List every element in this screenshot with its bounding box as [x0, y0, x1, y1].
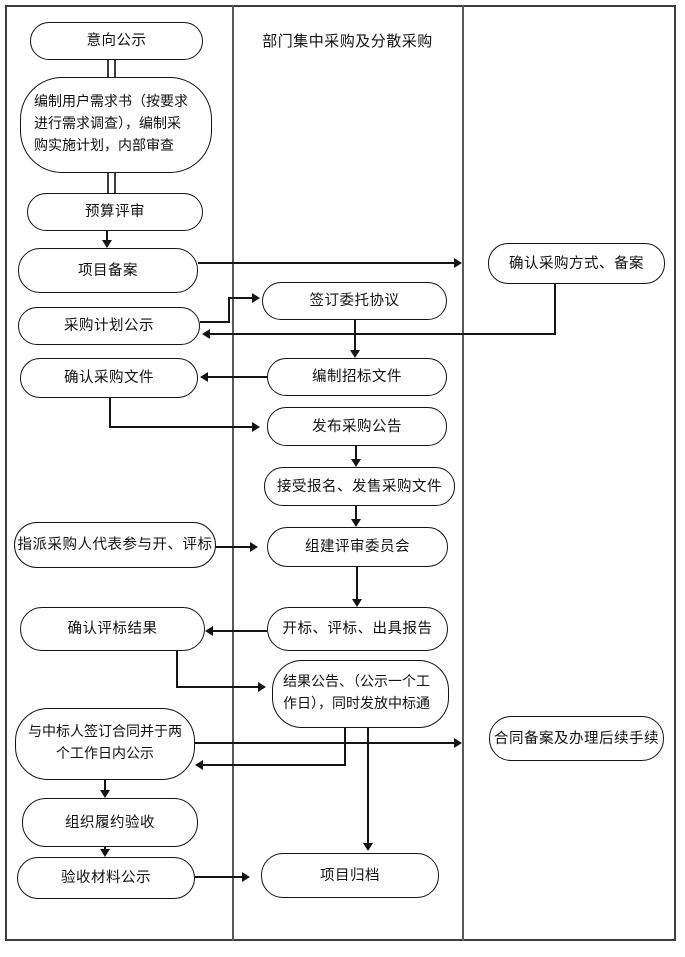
arrowhead-down-icon [352, 599, 362, 607]
connector-plan-publicity-up [228, 297, 230, 323]
node-project-archive: 项目归档 [261, 853, 439, 898]
arrowhead-left-icon [202, 329, 210, 339]
connector-sign-contract-to-contract-filing [195, 742, 454, 744]
node-budget-review: 预算评审 [27, 193, 203, 231]
node-intent-publicity: 意向公示 [30, 22, 203, 60]
arrowhead-down-icon [100, 849, 110, 857]
arrowhead-right-icon [258, 682, 266, 692]
connector-result-to-sign-contract [203, 764, 346, 766]
connector-budget-to-filing [106, 231, 108, 241]
connector-confirm-docs-to-publish [109, 426, 252, 428]
center-column-header: 部门集中采购及分散采购 [262, 34, 433, 50]
node-assign-rep: 指派采购人代表参与开、评标 [14, 522, 216, 568]
connector-bid-opening-to-confirm-result [213, 630, 267, 632]
arrowhead-right-icon [242, 872, 250, 882]
node-sign-contract: 与中标人签订合同并于两 个工作日内公示 [15, 708, 195, 780]
arrowhead-down-icon [102, 240, 112, 248]
connector-registration-to-committee [355, 506, 357, 519]
connector-plan-publicity-out [200, 321, 229, 323]
node-confirm-result: 确认评标结果 [20, 607, 205, 651]
arrowhead-right-icon [454, 258, 462, 268]
arrowhead-down-icon [350, 350, 360, 358]
connector-sign-contract-to-acceptance [104, 780, 106, 790]
page-border [5, 5, 676, 941]
connector-acceptance-to-publicity [104, 847, 106, 850]
connector-committee-to-bid-opening [356, 567, 358, 599]
arrowhead-down-icon [351, 459, 361, 467]
node-form-committee: 组建评审委员会 [267, 527, 448, 567]
connector-result-to-archive [367, 728, 369, 843]
connector-filing-to-confirm-method [198, 262, 454, 264]
arrowhead-right-icon [250, 542, 258, 552]
arrowhead-left-icon [200, 372, 208, 382]
node-acceptance-publicity: 验收材料公示 [17, 857, 195, 899]
connector-confirm-result-to-result [176, 686, 258, 688]
arrowhead-left-icon [195, 760, 203, 770]
column-separator-2 [462, 5, 464, 941]
node-sign-agreement: 签订委托协议 [262, 282, 447, 320]
connector-requirements-to-budget-line1 [107, 173, 109, 193]
node-result-announcement: 结果公告、（公示一个工 作日），同时发放中标通 [272, 660, 449, 728]
connector-sign-agreement-to-bid-docs [354, 320, 356, 350]
node-contract-filing: 合同备案及办理后续手续 [489, 716, 664, 761]
connector-confirm-method-to-plan-publicity [210, 333, 556, 335]
connector-publish-to-registration [355, 446, 357, 459]
column-separator-1 [232, 5, 234, 941]
node-org-acceptance: 组织履约验收 [22, 798, 198, 847]
node-publish-announcement: 发布采购公告 [267, 407, 447, 446]
node-prepare-requirements: 编制用户需求书（按要求 进行需求调查），编制采 购实施计划，内部审查 [20, 77, 212, 173]
arrowhead-right-icon [252, 293, 260, 303]
connector-confirm-method-down [554, 284, 556, 335]
arrowhead-down-icon [100, 790, 110, 798]
node-confirm-docs: 确认采购文件 [20, 358, 198, 398]
arrowhead-right-icon [252, 422, 260, 432]
connector-confirm-result-down [176, 651, 178, 688]
connector-bid-docs-to-confirm-docs [208, 376, 267, 378]
connector-assign-rep-to-committee [216, 546, 250, 548]
connector-result-down [344, 728, 346, 766]
connector-publicity-to-archive [195, 876, 242, 878]
connector-intent-to-requirements-line1 [107, 60, 109, 77]
node-accept-registration: 接受报名、发售采购文件 [264, 467, 455, 506]
arrowhead-down-icon [363, 843, 373, 851]
node-prepare-bid-docs: 编制招标文件 [267, 358, 447, 396]
connector-intent-to-requirements-line2 [114, 60, 116, 77]
node-bid-opening: 开标、评标、出具报告 [267, 607, 448, 651]
connector-confirm-docs-down [109, 398, 111, 428]
connector-requirements-to-budget-line2 [114, 173, 116, 193]
arrowhead-down-icon [351, 519, 361, 527]
connector-plan-publicity-to-sign-agreement [228, 297, 252, 299]
arrowhead-left-icon [205, 626, 213, 636]
node-plan-publicity: 采购计划公示 [18, 307, 200, 345]
arrowhead-right-icon [454, 738, 462, 748]
node-project-filing: 项目备案 [18, 248, 198, 293]
node-confirm-method: 确认采购方式、备案 [488, 243, 665, 284]
